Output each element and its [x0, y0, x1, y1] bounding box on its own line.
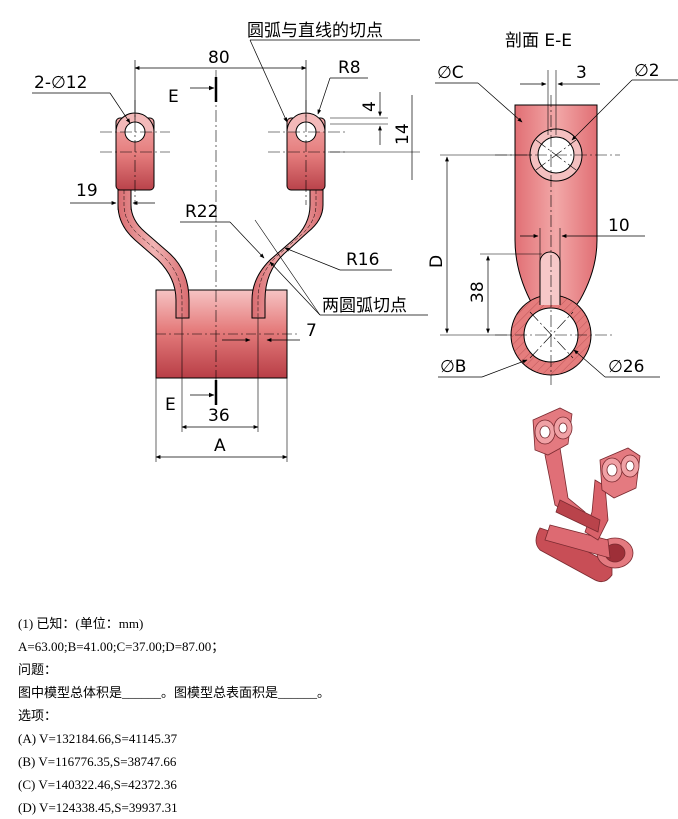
dim-4-label: 4: [360, 101, 380, 112]
option-b[interactable]: (B) V=116776.35,S=38747.66: [18, 754, 177, 769]
dim-r8-label: R8: [338, 58, 361, 78]
section-view: 剖面 E-E ∅C 3: [427, 31, 678, 385]
section-label-e-bottom: E: [165, 395, 176, 415]
dim-36-label: 36: [208, 406, 230, 426]
question-known: (1) 已知：(单位：mm): [18, 616, 144, 631]
dim-38-label: 38: [468, 281, 488, 303]
dim-r22-label: R22: [185, 202, 218, 222]
dim-a-label: A: [214, 436, 226, 456]
dim-r16-label: R16: [346, 250, 379, 270]
dim-phi26-label: ∅26: [608, 357, 644, 377]
dim-80-label: 80: [208, 48, 230, 68]
dim-14-label: 14: [393, 123, 413, 145]
dim-d-label: D: [427, 255, 447, 268]
dim-phib-label: ∅B: [440, 357, 466, 377]
section-title: 剖面 E-E: [505, 31, 572, 51]
hole-callout: 2-∅12: [34, 73, 87, 93]
question-values: A=63.00;B=41.00;C=37.00;D=87.00；: [18, 639, 225, 654]
dim-phi-right-label: ∅2: [634, 61, 660, 81]
dim-7-label: 7: [306, 321, 317, 341]
engineering-drawing: 80 E 2-∅12 R8 圆弧与直线的切点 4 14 19: [32, 21, 678, 583]
question-body: 图中模型总体积是______。图模型总表面积是______。: [18, 685, 331, 700]
section-label-e-top: E: [168, 87, 179, 107]
dim-19-label: 19: [76, 181, 98, 201]
tangent-line-arc-label: 圆弧与直线的切点: [247, 21, 383, 41]
dim-phic-label: ∅C: [437, 63, 464, 83]
option-a[interactable]: (A) V=132184.66,S=41145.37: [18, 731, 178, 746]
tangent-two-arcs-label: 两圆弧切点: [322, 296, 407, 316]
front-view: 80 E 2-∅12 R8 圆弧与直线的切点 4 14 19: [32, 21, 428, 462]
options-heading: 选项：: [18, 708, 58, 723]
dim-10-label: 10: [608, 216, 630, 236]
dim-3-label: 3: [576, 63, 587, 83]
isometric-view: [532, 407, 641, 583]
option-c[interactable]: (C) V=140322.46,S=42372.36: [18, 777, 177, 792]
left-arm: [117, 189, 190, 319]
question-heading: 问题：: [18, 662, 58, 677]
option-d[interactable]: (D) V=124338.45,S=39937.31: [18, 800, 178, 815]
